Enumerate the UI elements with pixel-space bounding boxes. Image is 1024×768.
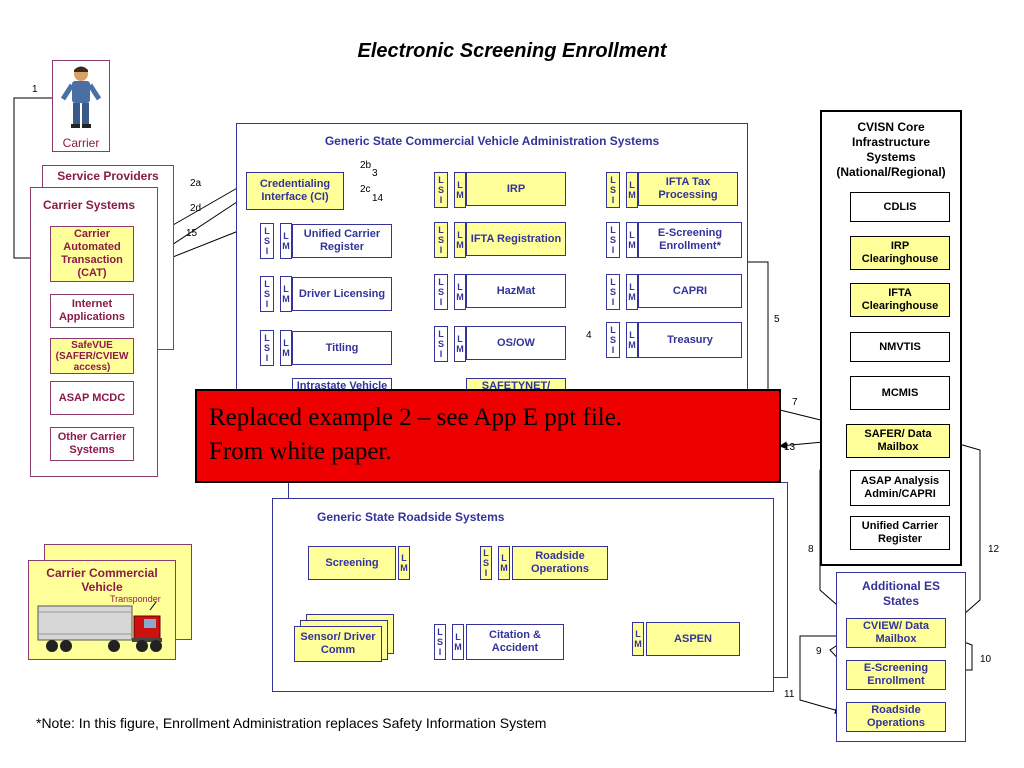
es-enrollment-box: E-Screening Enrollment <box>846 660 946 690</box>
flow-label: 2c <box>360 184 371 195</box>
osow-box: OS/OW <box>466 326 566 360</box>
driver-licensing-box: Driver Licensing <box>292 277 392 311</box>
transponder-label: Transponder <box>110 594 161 604</box>
overlay-line-1: Replaced example 2 – see App E ppt file. <box>209 404 623 431</box>
roadside-header: Generic State Roadside Systems <box>317 510 505 524</box>
flow-label: 2d <box>190 203 202 214</box>
asap-analysis-box: ASAP Analysis Admin/CAPRI <box>850 470 950 506</box>
flow-label: 11 <box>784 689 795 700</box>
flow-label: 1 <box>32 84 38 95</box>
safevue-box: SafeVUE (SAFER/CVIEW access) <box>50 338 134 374</box>
carrier-systems-header: Carrier Systems <box>43 198 136 212</box>
vehicle-label: Carrier Commercial Vehicle <box>46 566 158 594</box>
flow-label: 4 <box>586 330 592 341</box>
flow-label: 2b <box>360 160 372 171</box>
asap-mcdc-box: ASAP MCDC <box>50 381 134 415</box>
flow-label: 2a <box>190 178 202 189</box>
ifta-tax-processing-box: IFTA Tax Processing <box>638 172 738 206</box>
nmvtis-box: NMVTIS <box>850 332 950 362</box>
cdlis-box: CDLIS <box>850 192 950 222</box>
flow-label: 3 <box>372 168 378 179</box>
flow-label: 7 <box>792 397 798 408</box>
flow-label: 12 <box>988 544 1000 555</box>
capri-box: CAPRI <box>638 274 742 308</box>
ifta-clearinghouse-box: IFTA Clearinghouse <box>850 283 950 317</box>
state-cvas-header: Generic State Commercial Vehicle Adminis… <box>324 134 660 148</box>
replaced-example-overlay: Replaced example 2 – see App E ppt file.… <box>195 389 781 483</box>
sensor-driver-comm-box: Sensor/ Driver Comm <box>294 626 382 662</box>
aspen-box: ASPEN <box>646 622 740 656</box>
flow-label: 9 <box>816 646 822 657</box>
titling-box: Titling <box>292 331 392 365</box>
flow-label: 5 <box>774 314 780 325</box>
safer-data-mailbox-box: SAFER/ Data Mailbox <box>846 424 950 458</box>
citation-accident-box: Citation & Accident <box>466 624 564 660</box>
cat-box: Carrier Automated Transaction (CAT) <box>50 226 134 282</box>
irp-clearinghouse-box: IRP Clearinghouse <box>850 236 950 270</box>
additional-roadside-operations-box: Roadside Operations <box>846 702 946 732</box>
flow-label: 13 <box>784 442 796 453</box>
roadside-frame: Generic State Roadside Systems <box>272 498 774 692</box>
credentialing-interface-box: Credentialing Interface (CI) <box>246 172 344 210</box>
flow-label: 8 <box>808 544 814 555</box>
footnote: *Note: In this figure, Enrollment Admini… <box>36 715 547 731</box>
treasury-box: Treasury <box>638 322 742 358</box>
service-providers-header: Service Providers <box>57 169 159 183</box>
irp-box: IRP <box>466 172 566 206</box>
cvisn-header: CVISN Core Infrastructure Systems (Natio… <box>836 120 946 179</box>
cview-data-mailbox-box: CVIEW/ Data Mailbox <box>846 618 946 648</box>
truck-icon <box>37 602 162 652</box>
internet-applications-box: Internet Applications <box>50 294 134 328</box>
hazmat-box: HazMat <box>466 274 566 308</box>
overlay-line-2: From white paper. <box>209 438 392 465</box>
flow-label: 15 <box>186 228 198 239</box>
other-carrier-systems-box: Other Carrier Systems <box>50 427 134 461</box>
unified-carrier-register-box: Unified Carrier Register <box>292 224 392 258</box>
screening-box: Screening <box>308 546 396 580</box>
e-screening-enrollment-box: E-Screening Enrollment* <box>638 222 742 258</box>
roadside-operations-box: Roadside Operations <box>512 546 608 580</box>
flow-label: 10 <box>980 654 992 665</box>
flow-label: 14 <box>372 193 384 204</box>
additional-es-header: Additional ES States <box>862 579 940 608</box>
carrier-label: Carrier <box>62 136 100 150</box>
ifta-registration-box: IFTA Registration <box>466 222 566 256</box>
page-title: Electronic Screening Enrollment <box>357 40 667 62</box>
unified-carrier-register-core-box: Unified Carrier Register <box>850 516 950 550</box>
carrier-box: Carrier <box>52 60 110 152</box>
mcmis-box: MCMIS <box>850 376 950 410</box>
person-icon <box>60 66 102 128</box>
